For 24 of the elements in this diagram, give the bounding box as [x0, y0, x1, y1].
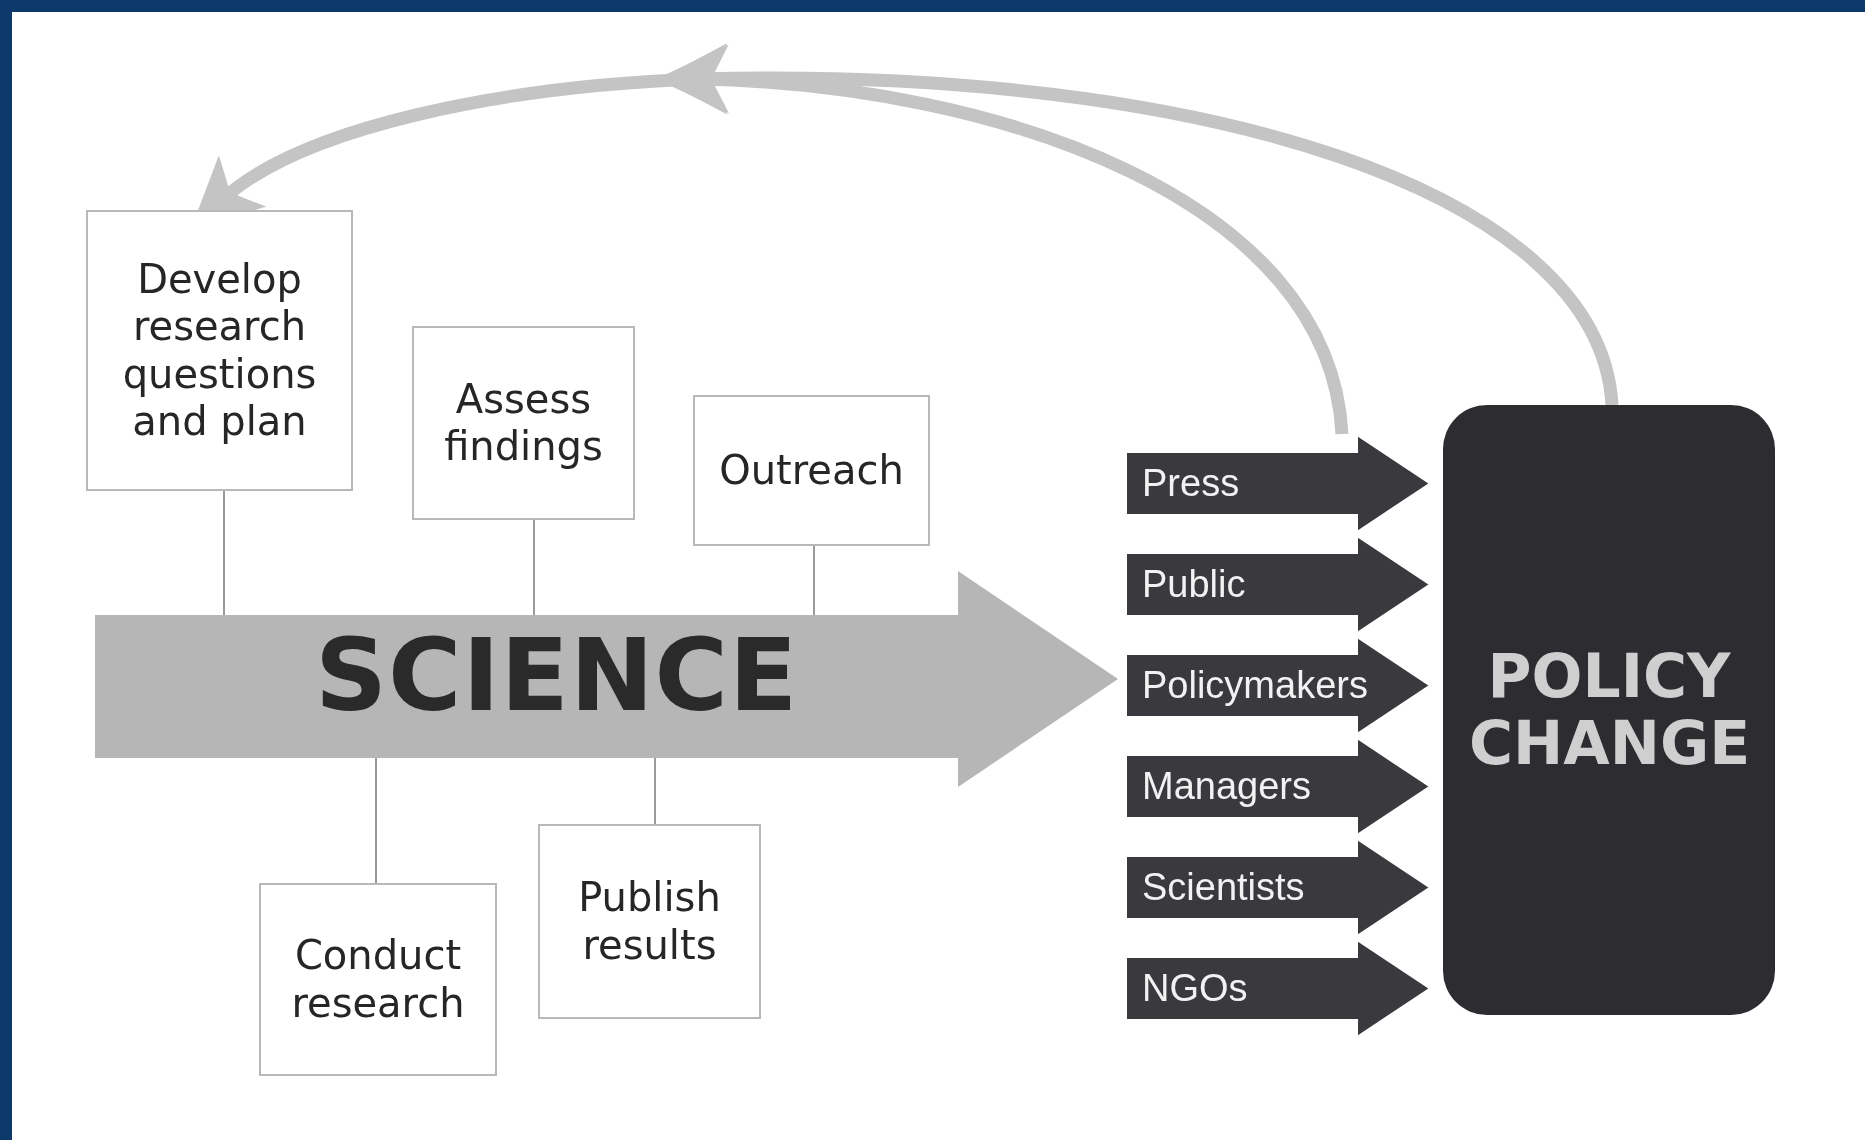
process-box: [259, 883, 497, 1076]
leader-line: [223, 490, 225, 616]
arrow-label: Policymakers: [1142, 663, 1368, 708]
process-box: [538, 824, 761, 1019]
box-label: Develop research questions and plan: [121, 256, 318, 445]
arrow-label: Press: [1142, 461, 1240, 506]
box-label: Publish results: [577, 874, 722, 969]
process-box: [693, 395, 930, 546]
arrow-label: Scientists: [1142, 865, 1305, 910]
box-label: Conduct research: [290, 932, 466, 1027]
process-box: [412, 326, 635, 520]
leader-line: [533, 519, 535, 616]
leader-line: [813, 545, 815, 616]
process-box: [86, 210, 353, 491]
leader-line: [654, 757, 656, 825]
arrow-label: SCIENCE: [315, 626, 799, 726]
arrow-label: Managers: [1142, 764, 1311, 809]
arrow-label: Public: [1142, 562, 1246, 607]
box-label: Outreach: [719, 446, 904, 495]
leader-line: [375, 757, 377, 884]
box-label: Assess findings: [443, 375, 604, 471]
rounded-box: [1443, 405, 1775, 1015]
arrow-label: NGOs: [1142, 966, 1248, 1011]
box-label: POLICY CHANGE: [1469, 642, 1749, 778]
